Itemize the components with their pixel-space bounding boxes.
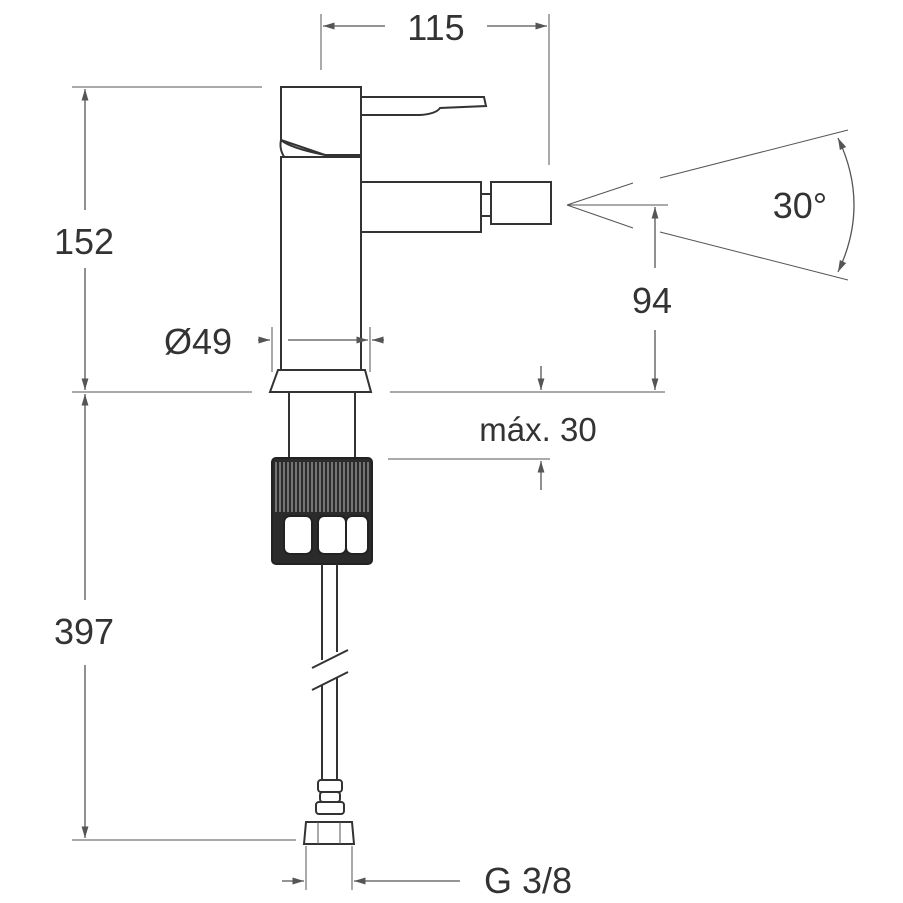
dim-width-115: 115 <box>407 7 464 48</box>
base-flange <box>268 369 373 393</box>
faucet-body <box>268 86 552 845</box>
dim-connection-g38: G 3/8 <box>484 860 572 901</box>
dim-height-152: 152 <box>54 221 114 262</box>
handle-cap <box>280 86 362 156</box>
main-column <box>280 156 362 371</box>
lever-handle <box>360 96 488 116</box>
dim-angle-30: 30° <box>773 185 827 226</box>
flexible-hose <box>311 564 349 815</box>
dim-height-397: 397 <box>54 611 114 652</box>
dimension-lines <box>72 14 855 890</box>
dim-height-94: 94 <box>632 280 672 321</box>
fixing-nut <box>271 457 373 565</box>
dim-max-30: máx. 30 <box>479 411 596 448</box>
dim-diameter-49: Ø49 <box>164 321 232 362</box>
nozzle-neck <box>480 193 492 217</box>
horizontal-spout <box>360 181 482 233</box>
connector-nut <box>302 821 356 845</box>
nozzle-head <box>490 181 552 225</box>
shank <box>288 391 356 459</box>
